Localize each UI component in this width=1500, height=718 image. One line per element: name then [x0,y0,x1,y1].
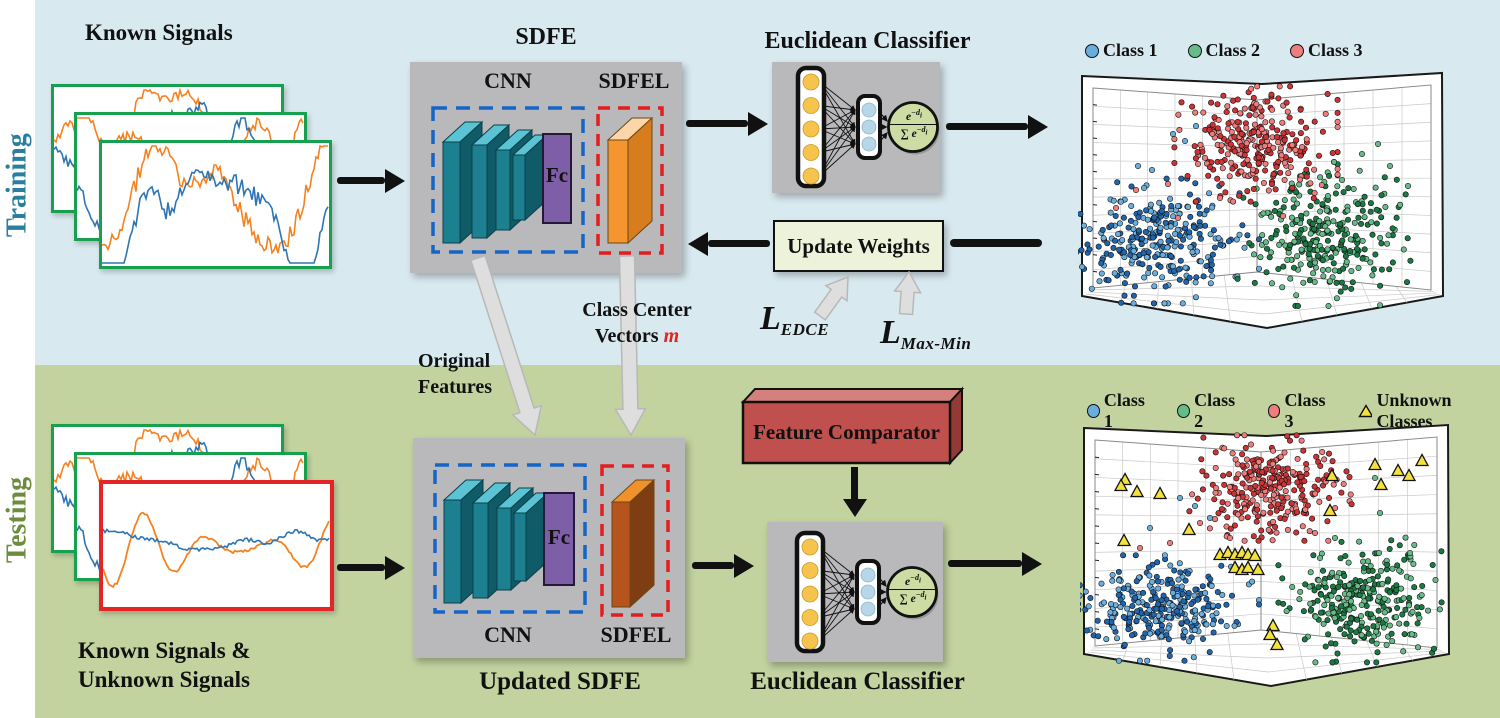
cnn-label: CNN [484,622,532,647]
legend-label: Class 3 [1284,390,1326,431]
legend-item: Class 2 [1177,390,1243,432]
comparator-side-face [949,386,963,466]
updated-sdfe-graphic [433,463,670,617]
arrow-signals-to-sdfe [337,177,385,184]
legend-label: Class 3 [1308,40,1363,60]
class2-marker-icon [1177,404,1191,418]
class-center-label: Class Center Vectors m [582,299,692,347]
feature-comparator-graphic [740,386,965,466]
original-features-label: Original Features [418,350,493,398]
class1-marker-icon [1085,43,1099,58]
gray-arrow-ledce [813,275,849,321]
testing-side-label: Testing [1,476,33,564]
comparator-front-face [741,400,952,465]
arrow-sdfe-to-classifier [686,120,748,127]
fc-label: Fc [547,525,571,549]
neural-network-graphic [794,530,939,654]
class3-marker-icon [1267,404,1281,418]
unknown-class-triangle-icon [1358,404,1373,418]
softmax-formula: e−di ∑ e−di [889,573,937,605]
class1-marker-icon [1087,404,1100,418]
test-3d-scatter [1080,423,1451,688]
sdfel-label: SDFEL [598,68,670,93]
neural-network-graphic [795,65,940,189]
arrow-classifier-to-scatter [946,123,1028,130]
fc-label: Fc [545,163,569,187]
sdfe-cnn-sdfel-graphic [431,106,664,255]
known-signals-title: Known Signals [85,20,233,45]
class2-marker-icon [1187,43,1202,58]
legend-item: Class 1 [1087,390,1153,432]
train-scatter-legend: Class 1 Class 2 Class 3 [1085,40,1363,61]
gray-arrow-lmaxmin [893,270,922,316]
euclidean-classifier-title: Euclidean Classifier [750,668,965,695]
legend-item: Class 3 [1267,390,1334,432]
update-weights-box: Update Weights [773,220,944,272]
loss-maxmin-label: LMax-Min [880,314,972,353]
legend-item: Class 2 [1187,40,1261,61]
legend-label: Class 1 [1103,390,1145,431]
euclidean-classifier-title: Euclidean Classifier [764,28,971,54]
legend-item: Class 1 [1085,40,1158,61]
legend-label: Class 2 [1205,40,1261,60]
arrow-update-to-sdfe [708,240,770,247]
updated-sdfe-title: Updated SDFE [479,668,641,695]
legend-item: Class 3 [1290,40,1363,61]
loss-edce-label: LEDCE [760,300,830,339]
train-3d-scatter [1078,71,1445,330]
sdfel-label: SDFEL [600,622,672,647]
gray-arrow-class-centers [614,255,647,437]
loss-arrows [813,270,922,321]
feature-flow-arrows [469,254,647,437]
training-side-label: Training [1,133,33,237]
arrow-classifier-to-scatter [948,560,1022,567]
softmax-formula: e−di ∑ e−di [890,108,938,140]
feature-comparator-label: Feature Comparator [753,420,940,444]
arrow-signals-to-updated-sdfe [337,564,385,571]
unknown-signal-frame [99,480,334,611]
arrow-updated-sdfe-to-classifier [692,562,734,569]
legend-label: Class 2 [1194,390,1236,431]
class3-marker-icon [1290,43,1305,58]
class-center-variable: m [663,325,680,347]
signal-frame [99,140,332,269]
legend-label: Class 1 [1103,40,1158,60]
arrow-comparator-to-classifier [851,467,858,500]
known-unknown-signals-title: Known Signals & Unknown Signals [78,638,251,692]
signal-plot [102,144,329,264]
cnn-label: CNN [484,68,532,93]
comparator-top-face [740,388,965,403]
line-scatter-to-update [950,239,1042,247]
signal-plot [103,511,330,589]
sdfe-title: SDFE [515,24,577,50]
gray-arrow-original-features [469,254,543,437]
